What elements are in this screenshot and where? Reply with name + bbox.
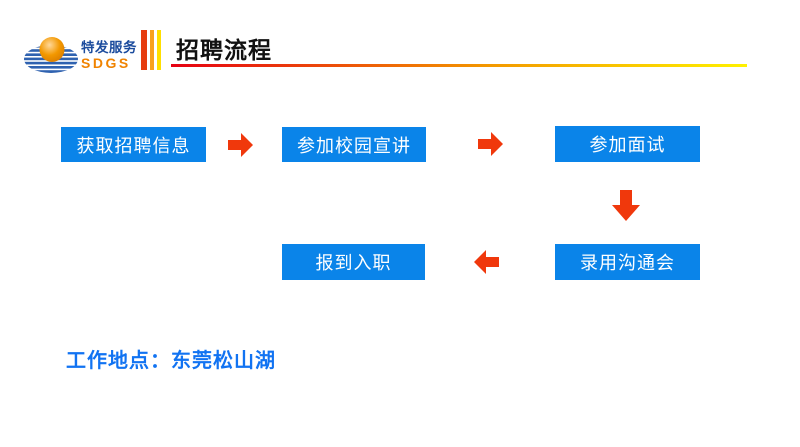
flow-step-label: 获取招聘信息 (76, 135, 191, 156)
flow-step-label: 报到入职 (315, 253, 392, 273)
down-arrow-icon (612, 190, 640, 221)
accent-bar-amber (150, 30, 154, 70)
accent-bar-yellow (157, 30, 161, 70)
flow-step-label: 参加校园宣讲 (297, 135, 411, 156)
flow-step-offer-meeting: 录用沟通会 (555, 244, 700, 280)
right-arrow-icon (478, 132, 503, 156)
left-arrow-icon (474, 250, 499, 274)
accent-bar-red (141, 30, 147, 70)
work-location-text: 工作地点：东莞松山湖 (66, 350, 276, 372)
flow-step-label: 录用沟通会 (580, 253, 675, 273)
logo-text: 特发服务 SDGS (81, 41, 151, 70)
flow-step-interview: 参加面试 (555, 126, 700, 162)
logo-globe-icon (24, 37, 78, 73)
logo-company-name: 特发服务 (81, 40, 137, 55)
flow-step-campus-talk: 参加校园宣讲 (282, 127, 426, 162)
right-arrow-icon (228, 133, 253, 157)
slide-title: 招聘流程 (176, 37, 272, 63)
flow-step-label: 参加面试 (589, 135, 666, 155)
flow-step-onboarding: 报到入职 (282, 244, 425, 280)
logo-acronym: SDGS (81, 54, 131, 71)
flow-step-get-recruit-info: 获取招聘信息 (61, 127, 206, 162)
title-underline (171, 64, 747, 67)
